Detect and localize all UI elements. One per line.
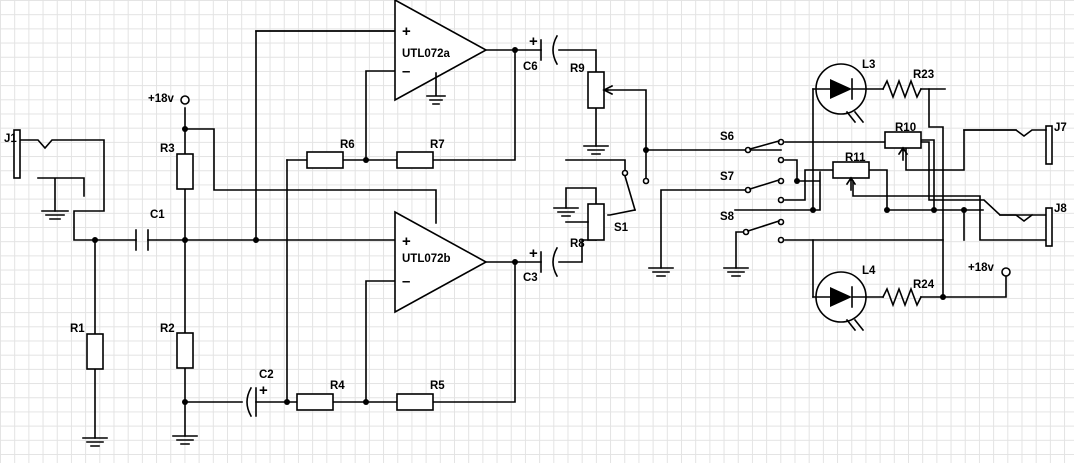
capacitor-c6 — [540, 34, 559, 66]
c3-plus-sign: + — [529, 245, 538, 262]
label-r4: R4 — [330, 380, 345, 392]
label-s7: S7 — [720, 171, 734, 183]
opamp-b-minus-sign: – — [402, 273, 410, 290]
label-u1a: UTL072a — [402, 48, 451, 60]
label-s6: S6 — [720, 131, 734, 143]
resistor-r2 — [176, 332, 194, 369]
label-r1: R1 — [70, 323, 85, 335]
resistor-r23 — [881, 78, 923, 100]
resistor-r4 — [296, 393, 334, 411]
label-u1b: UTL072b — [402, 253, 451, 265]
label-supply-right: +18v — [968, 262, 995, 274]
led-l3 — [812, 63, 867, 124]
opamp-a-plus-sign: + — [402, 23, 411, 40]
capacitor-c3 — [540, 246, 559, 278]
label-r23: R23 — [913, 69, 934, 81]
label-r2: R2 — [160, 323, 175, 335]
label-l3: L3 — [862, 59, 875, 71]
potentiometer-r9 — [587, 71, 614, 109]
led-l4 — [812, 271, 867, 332]
resistor-r5 — [396, 393, 434, 411]
opamp-utl072a — [394, 0, 488, 105]
label-j8: J8 — [1054, 203, 1067, 215]
label-l4: L4 — [862, 265, 876, 277]
c2-plus-sign: + — [259, 382, 268, 399]
label-r5: R5 — [430, 380, 445, 392]
switch-s6 — [744, 138, 785, 164]
label-r3: R3 — [160, 143, 175, 155]
label-supply-left: +18v — [148, 93, 175, 105]
c6-plus-sign: + — [529, 33, 538, 50]
resistor-r3 — [176, 153, 194, 190]
label-c6: C6 — [523, 61, 538, 73]
resistor-r1 — [86, 333, 104, 370]
switch-s8 — [742, 218, 785, 244]
label-r9: R9 — [570, 63, 585, 75]
label-r6: R6 — [340, 139, 355, 151]
label-s1: S1 — [614, 222, 629, 234]
capacitor-c2 — [246, 386, 257, 418]
capacitor-c1 — [135, 229, 149, 251]
resistor-r6 — [306, 151, 344, 169]
jack-j7 — [963, 125, 1053, 165]
opamp-utl072b — [394, 210, 488, 314]
component-labels: J1 R1 R2 R3 C1 C2 R4 R5 R6 R7 UTL072a UT… — [4, 48, 1067, 392]
resistor-r24 — [881, 286, 923, 308]
potentiometer-r8 — [565, 203, 605, 241]
supply-terminal-right — [1001, 267, 1011, 277]
label-c1: C1 — [150, 209, 165, 221]
label-c2: C2 — [259, 369, 274, 381]
supply-terminal-left — [180, 95, 190, 105]
resistor-r7 — [396, 151, 434, 169]
label-r10: R10 — [895, 122, 916, 134]
switch-s7 — [744, 177, 785, 204]
label-r11: R11 — [845, 152, 866, 164]
label-c3: C3 — [523, 272, 538, 284]
polarity-signs: + – + – + + + — [259, 23, 538, 399]
label-r24: R24 — [913, 279, 935, 291]
opamp-a-minus-sign: – — [402, 63, 410, 80]
jack-j8 — [999, 207, 1053, 247]
label-r8: R8 — [570, 238, 585, 250]
wires — [17, 27, 1046, 439]
opamp-b-plus-sign: + — [402, 233, 411, 250]
junction-dots — [92, 47, 967, 405]
label-s8: S8 — [720, 211, 735, 223]
label-j7: J7 — [1054, 122, 1067, 134]
potentiometer-r10 — [884, 131, 922, 161]
label-j1: J1 — [4, 133, 17, 145]
potentiometer-r11 — [832, 161, 870, 191]
ground-symbols — [41, 145, 749, 447]
switch-s1 — [621, 169, 650, 211]
label-r7: R7 — [430, 139, 445, 151]
jack-j1 — [13, 129, 21, 179]
